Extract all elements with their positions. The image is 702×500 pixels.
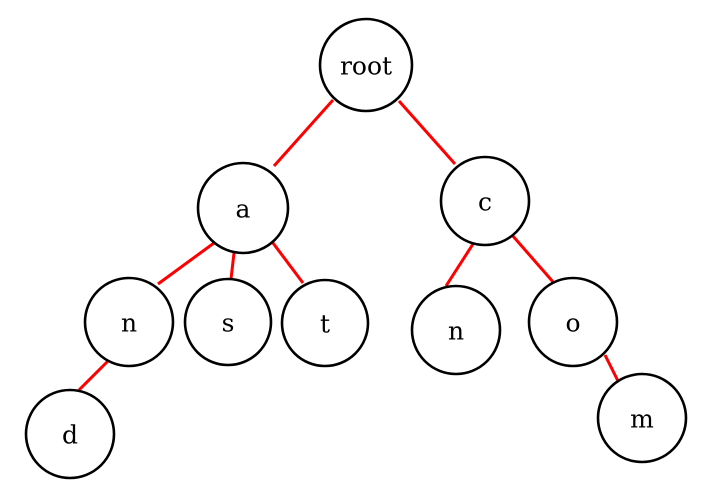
node-label-a: a	[236, 195, 251, 224]
tree-node-a[interactable]: a	[196, 161, 290, 255]
tree-node-root[interactable]: root	[318, 17, 414, 113]
node-label-c: c	[478, 188, 492, 217]
tree-node-s[interactable]: s	[183, 277, 273, 367]
node-label-s: s	[222, 309, 235, 338]
tree-node-n1[interactable]: n	[83, 276, 175, 368]
node-label-o: o	[565, 309, 580, 338]
node-circle-s	[183, 277, 273, 367]
tree-edge-n1-d	[77, 359, 110, 392]
tree-edge-root-a	[272, 99, 335, 167]
tree-edge-c-o	[510, 234, 556, 284]
node-circle-a	[196, 161, 290, 255]
nodes-group: root a c n s t n o d m	[24, 17, 688, 480]
tree-node-c[interactable]: c	[439, 155, 531, 247]
tree-edge-a-n1	[157, 241, 215, 286]
node-circle-root	[318, 17, 414, 113]
node-circle-m	[596, 372, 688, 464]
tree-edge-root-c	[397, 100, 457, 165]
node-circle-d	[24, 388, 116, 480]
node-label-m: m	[630, 405, 654, 434]
node-label-n1: n	[121, 309, 137, 338]
tree-node-t[interactable]: t	[280, 278, 370, 368]
tree-edge-a-s	[229, 252, 236, 280]
node-circle-t	[280, 278, 370, 368]
tree-node-o[interactable]: o	[527, 276, 619, 368]
node-label-root: root	[340, 52, 392, 81]
edges-group	[77, 99, 620, 392]
node-circle-n2	[410, 284, 502, 376]
node-label-d: d	[62, 421, 78, 450]
tree-node-m[interactable]: m	[596, 372, 688, 464]
node-label-n2: n	[448, 317, 464, 346]
node-circle-o	[527, 276, 619, 368]
tree-edge-a-t	[271, 242, 305, 284]
node-circle-n1	[83, 276, 175, 368]
tree-edge-o-m	[603, 354, 620, 382]
tree-edge-c-n2	[444, 243, 475, 287]
node-circle-c	[439, 155, 531, 247]
node-label-t: t	[320, 310, 330, 339]
tree-node-d[interactable]: d	[24, 388, 116, 480]
tree-node-n2[interactable]: n	[410, 284, 502, 376]
